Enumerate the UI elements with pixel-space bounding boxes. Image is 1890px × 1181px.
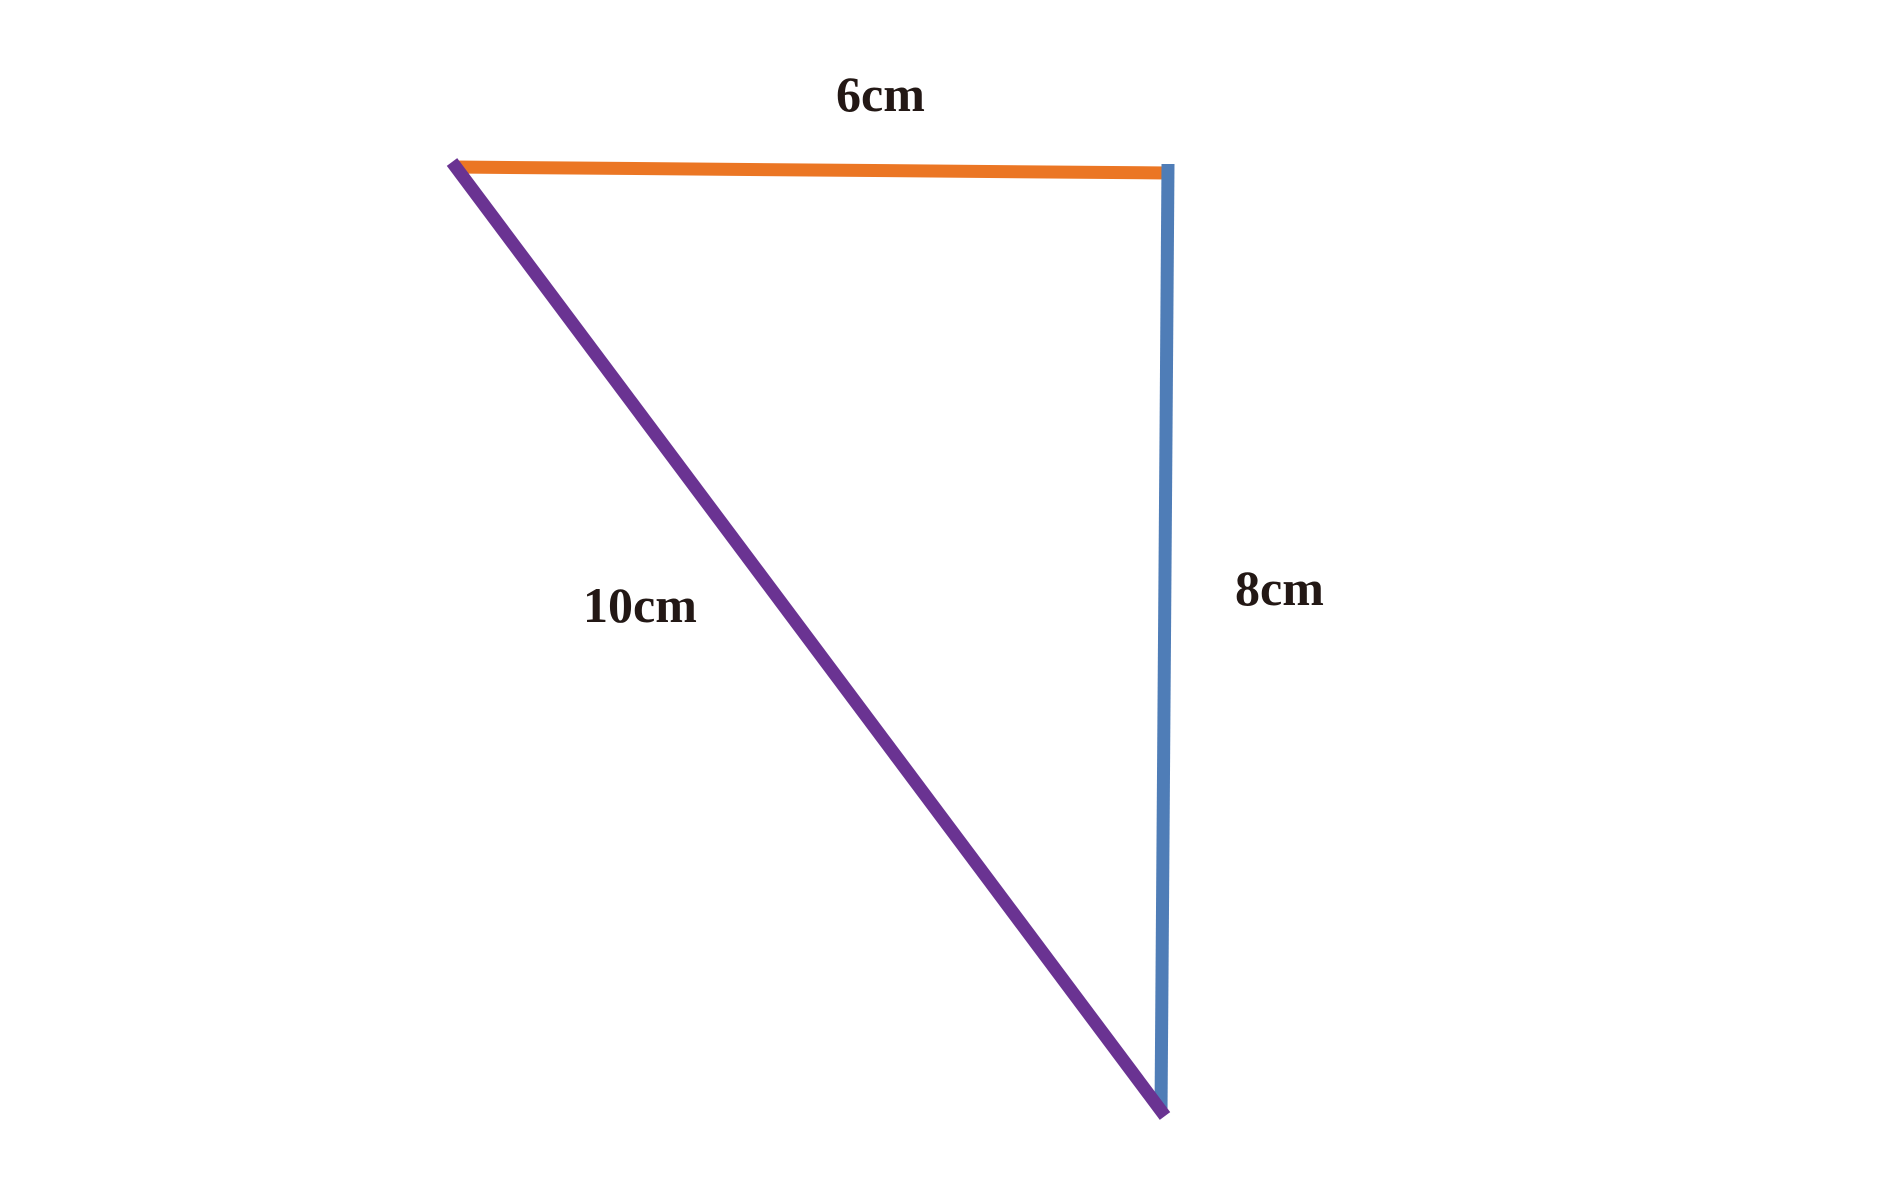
hypotenuse-line bbox=[446, 158, 1171, 1120]
right-side-label: 8cm bbox=[1235, 560, 1324, 616]
right-side-line bbox=[1154, 163, 1175, 1113]
hypotenuse-label: 10cm bbox=[583, 577, 697, 633]
top-side-line bbox=[454, 160, 1169, 180]
top-side-label: 6cm bbox=[836, 66, 925, 122]
